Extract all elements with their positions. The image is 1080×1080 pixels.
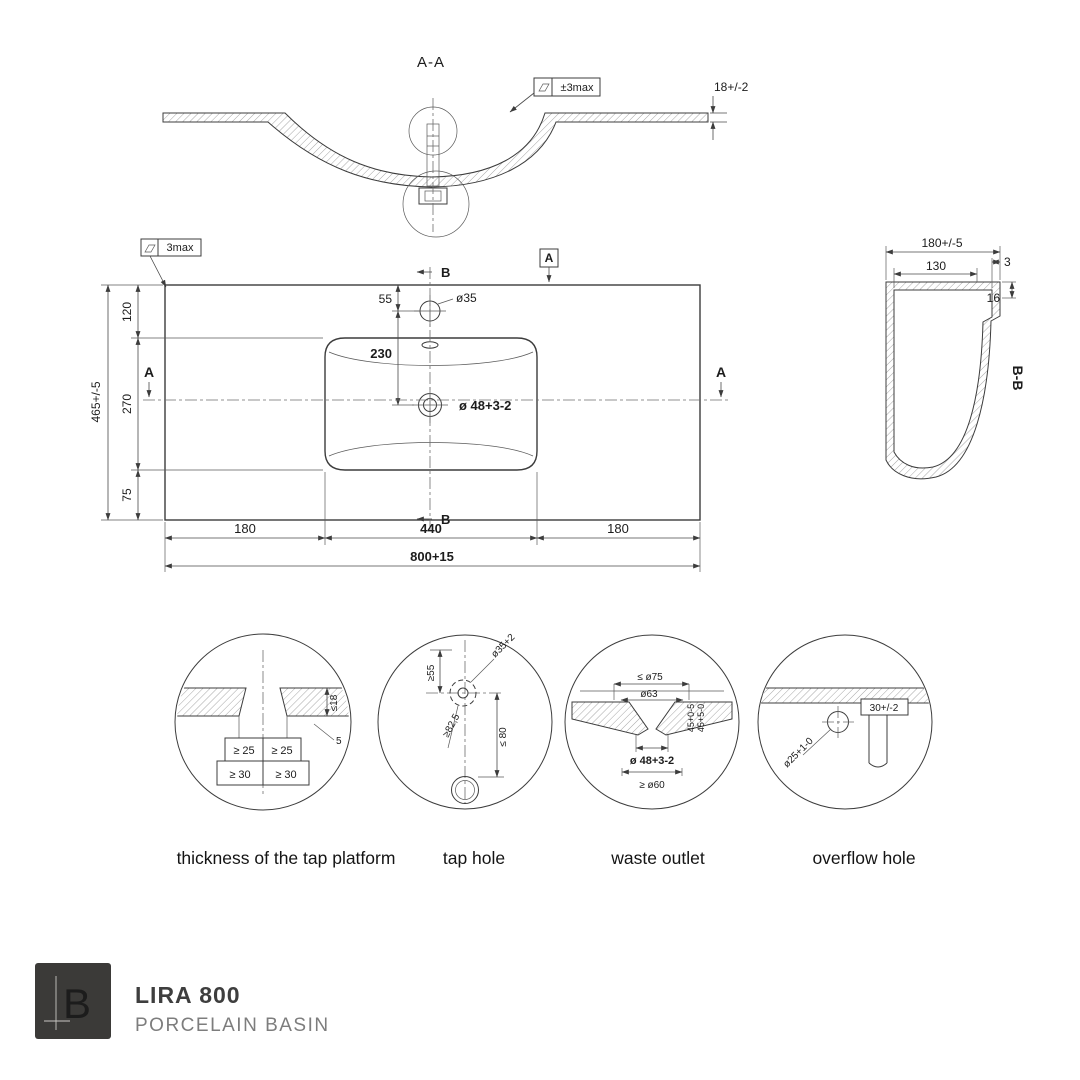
detail-overflow: 30+/-2 ø25+1-0	[757, 634, 933, 810]
dim-bb-16-label: 16	[987, 291, 1001, 305]
dim-bb-3-label: 3	[1004, 255, 1011, 269]
bb-profile	[885, 281, 1001, 480]
detail-circle-waste-area	[402, 170, 470, 238]
tap-hole-max-circle	[449, 679, 477, 707]
dims-left: 120 270 75 465+/-5	[89, 284, 323, 521]
dim-tap-dia-max-label: ø35+2	[489, 632, 517, 660]
surface-callout-label: 3max	[167, 242, 194, 254]
tap-detail-waste-circle	[451, 776, 479, 804]
detail-platform: ≥ 25 ≥ 25 ≥ 30 ≥ 30 ≤18 5	[174, 633, 352, 811]
section-aa-view: A-A ±3max 18+/-2	[162, 54, 749, 238]
dims-55-230: 55 230	[370, 284, 420, 406]
dim-800-label: 800+15	[410, 549, 454, 564]
detail-tap-circle	[377, 634, 553, 810]
caption-tap: tap hole	[443, 848, 505, 868]
dim-270-label: 270	[120, 394, 134, 414]
dim-5-label: 5	[336, 736, 342, 747]
dim-45a-label: 45+0-5	[686, 704, 696, 732]
dim-465-label: 465+/-5	[89, 381, 103, 422]
surface-callout: 3max	[140, 238, 202, 288]
cut-b-top-label: B	[441, 265, 450, 280]
tap-hole: ø35	[414, 291, 477, 327]
brand-logo-tile	[35, 963, 111, 1039]
detail-circle-tap-area	[408, 106, 458, 156]
detail-tap: ≥55 ø35+2 ≥82,5 ≤ 80	[377, 632, 553, 810]
thickness-dimension: 18+/-2	[710, 80, 749, 140]
dim-180-right-label: 180	[607, 521, 629, 536]
product-subtitle: PORCELAIN BASIN	[135, 1015, 330, 1036]
dim-ge60-label: ≥ ø60	[639, 780, 665, 791]
dim-230-label: 230	[370, 346, 392, 361]
dim-25-label: ø25+1-0	[781, 735, 816, 770]
dim-120-label: 120	[120, 302, 134, 322]
dim-18-label: 18+/-2	[714, 80, 749, 94]
cut-b-bottom-label: B	[441, 512, 450, 527]
basin-bowl-outline	[324, 337, 538, 471]
dim-ge82-label: ≥82,5	[441, 712, 463, 740]
caption-overflow: overflow hole	[812, 848, 915, 868]
dim-45b-label: 45+5-0	[696, 704, 706, 732]
dim-55-label: 55	[379, 292, 393, 306]
detail-captions: thickness of the tap platform tap hole w…	[177, 848, 916, 868]
tap-hole-pilot-circle	[457, 687, 469, 699]
dim-bb-180-label: 180+/-5	[921, 236, 962, 250]
dim-63-label: ø63	[640, 689, 658, 700]
cut-a-right-label: A	[716, 364, 726, 380]
dim-ge55-label: ≥55	[426, 664, 437, 681]
dim-tap-dia-label: ø35	[456, 291, 477, 305]
dim-le75-label: ≤ ø75	[637, 672, 663, 683]
detail-waste-circle	[564, 634, 740, 810]
dim-bb-130-label: 130	[926, 259, 946, 273]
basin-outer-rect	[164, 284, 701, 521]
section-bb-title: B-B	[1010, 366, 1026, 391]
dim-48-label: ø 48+3-2	[630, 755, 674, 767]
dim-ge25-right: ≥ 25	[271, 745, 292, 757]
dim-30-box	[860, 698, 909, 716]
cut-line-aa: A A	[143, 364, 728, 401]
drain-assembly	[418, 98, 448, 232]
flatness-callout: ±3max	[509, 77, 601, 113]
dim-ge25-left: ≥ 25	[233, 745, 254, 757]
detail-platform-circle	[174, 633, 352, 811]
product-name: LIRA 800	[135, 982, 241, 1008]
caption-platform: thickness of the tap platform	[177, 848, 396, 868]
dim-le18-label: ≤18	[329, 694, 340, 711]
dim-le80-label: ≤ 80	[498, 727, 509, 747]
dim-ge30-right: ≥ 30	[275, 769, 296, 781]
footer-brand: B LIRA 800 PORCELAIN BASIN	[35, 963, 330, 1039]
dim-ge30-left: ≥ 30	[229, 769, 250, 781]
plan-view: ø35 ø 48+3-2 55 230	[89, 238, 728, 572]
dim-440-label: 440	[420, 521, 442, 536]
bb-dims: 180+/-5 130 3 16	[885, 236, 1016, 305]
dim-180-left-label: 180	[234, 521, 256, 536]
cut-line-bb: B B	[416, 265, 450, 533]
detail-overflow-circle	[757, 634, 933, 810]
countertop-section-profile	[162, 112, 709, 188]
datum-a: A	[539, 248, 559, 283]
brand-logo-letter: B	[63, 980, 91, 1027]
cut-a-left-label: A	[144, 364, 154, 380]
dims-bottom: 180 440 180 800+15	[164, 472, 701, 572]
section-bb-view: 180+/-5 130 3 16 B-B	[885, 236, 1026, 480]
datum-a-label: A	[545, 251, 554, 265]
dim-30-label: 30+/-2	[870, 703, 899, 714]
dim-waste-dia-label: ø 48+3-2	[459, 398, 511, 413]
dim-75-label: 75	[120, 488, 134, 502]
flatness-callout-label: ±3max	[561, 82, 594, 94]
caption-waste: waste outlet	[610, 848, 705, 868]
waste-hole: ø 48+3-2	[412, 387, 511, 423]
section-aa-title: A-A	[417, 54, 445, 71]
detail-waste: ≤ ø75 ø63 45+0-5 45+5-0 ø 48+3-2 ≥ ø60	[564, 634, 740, 810]
